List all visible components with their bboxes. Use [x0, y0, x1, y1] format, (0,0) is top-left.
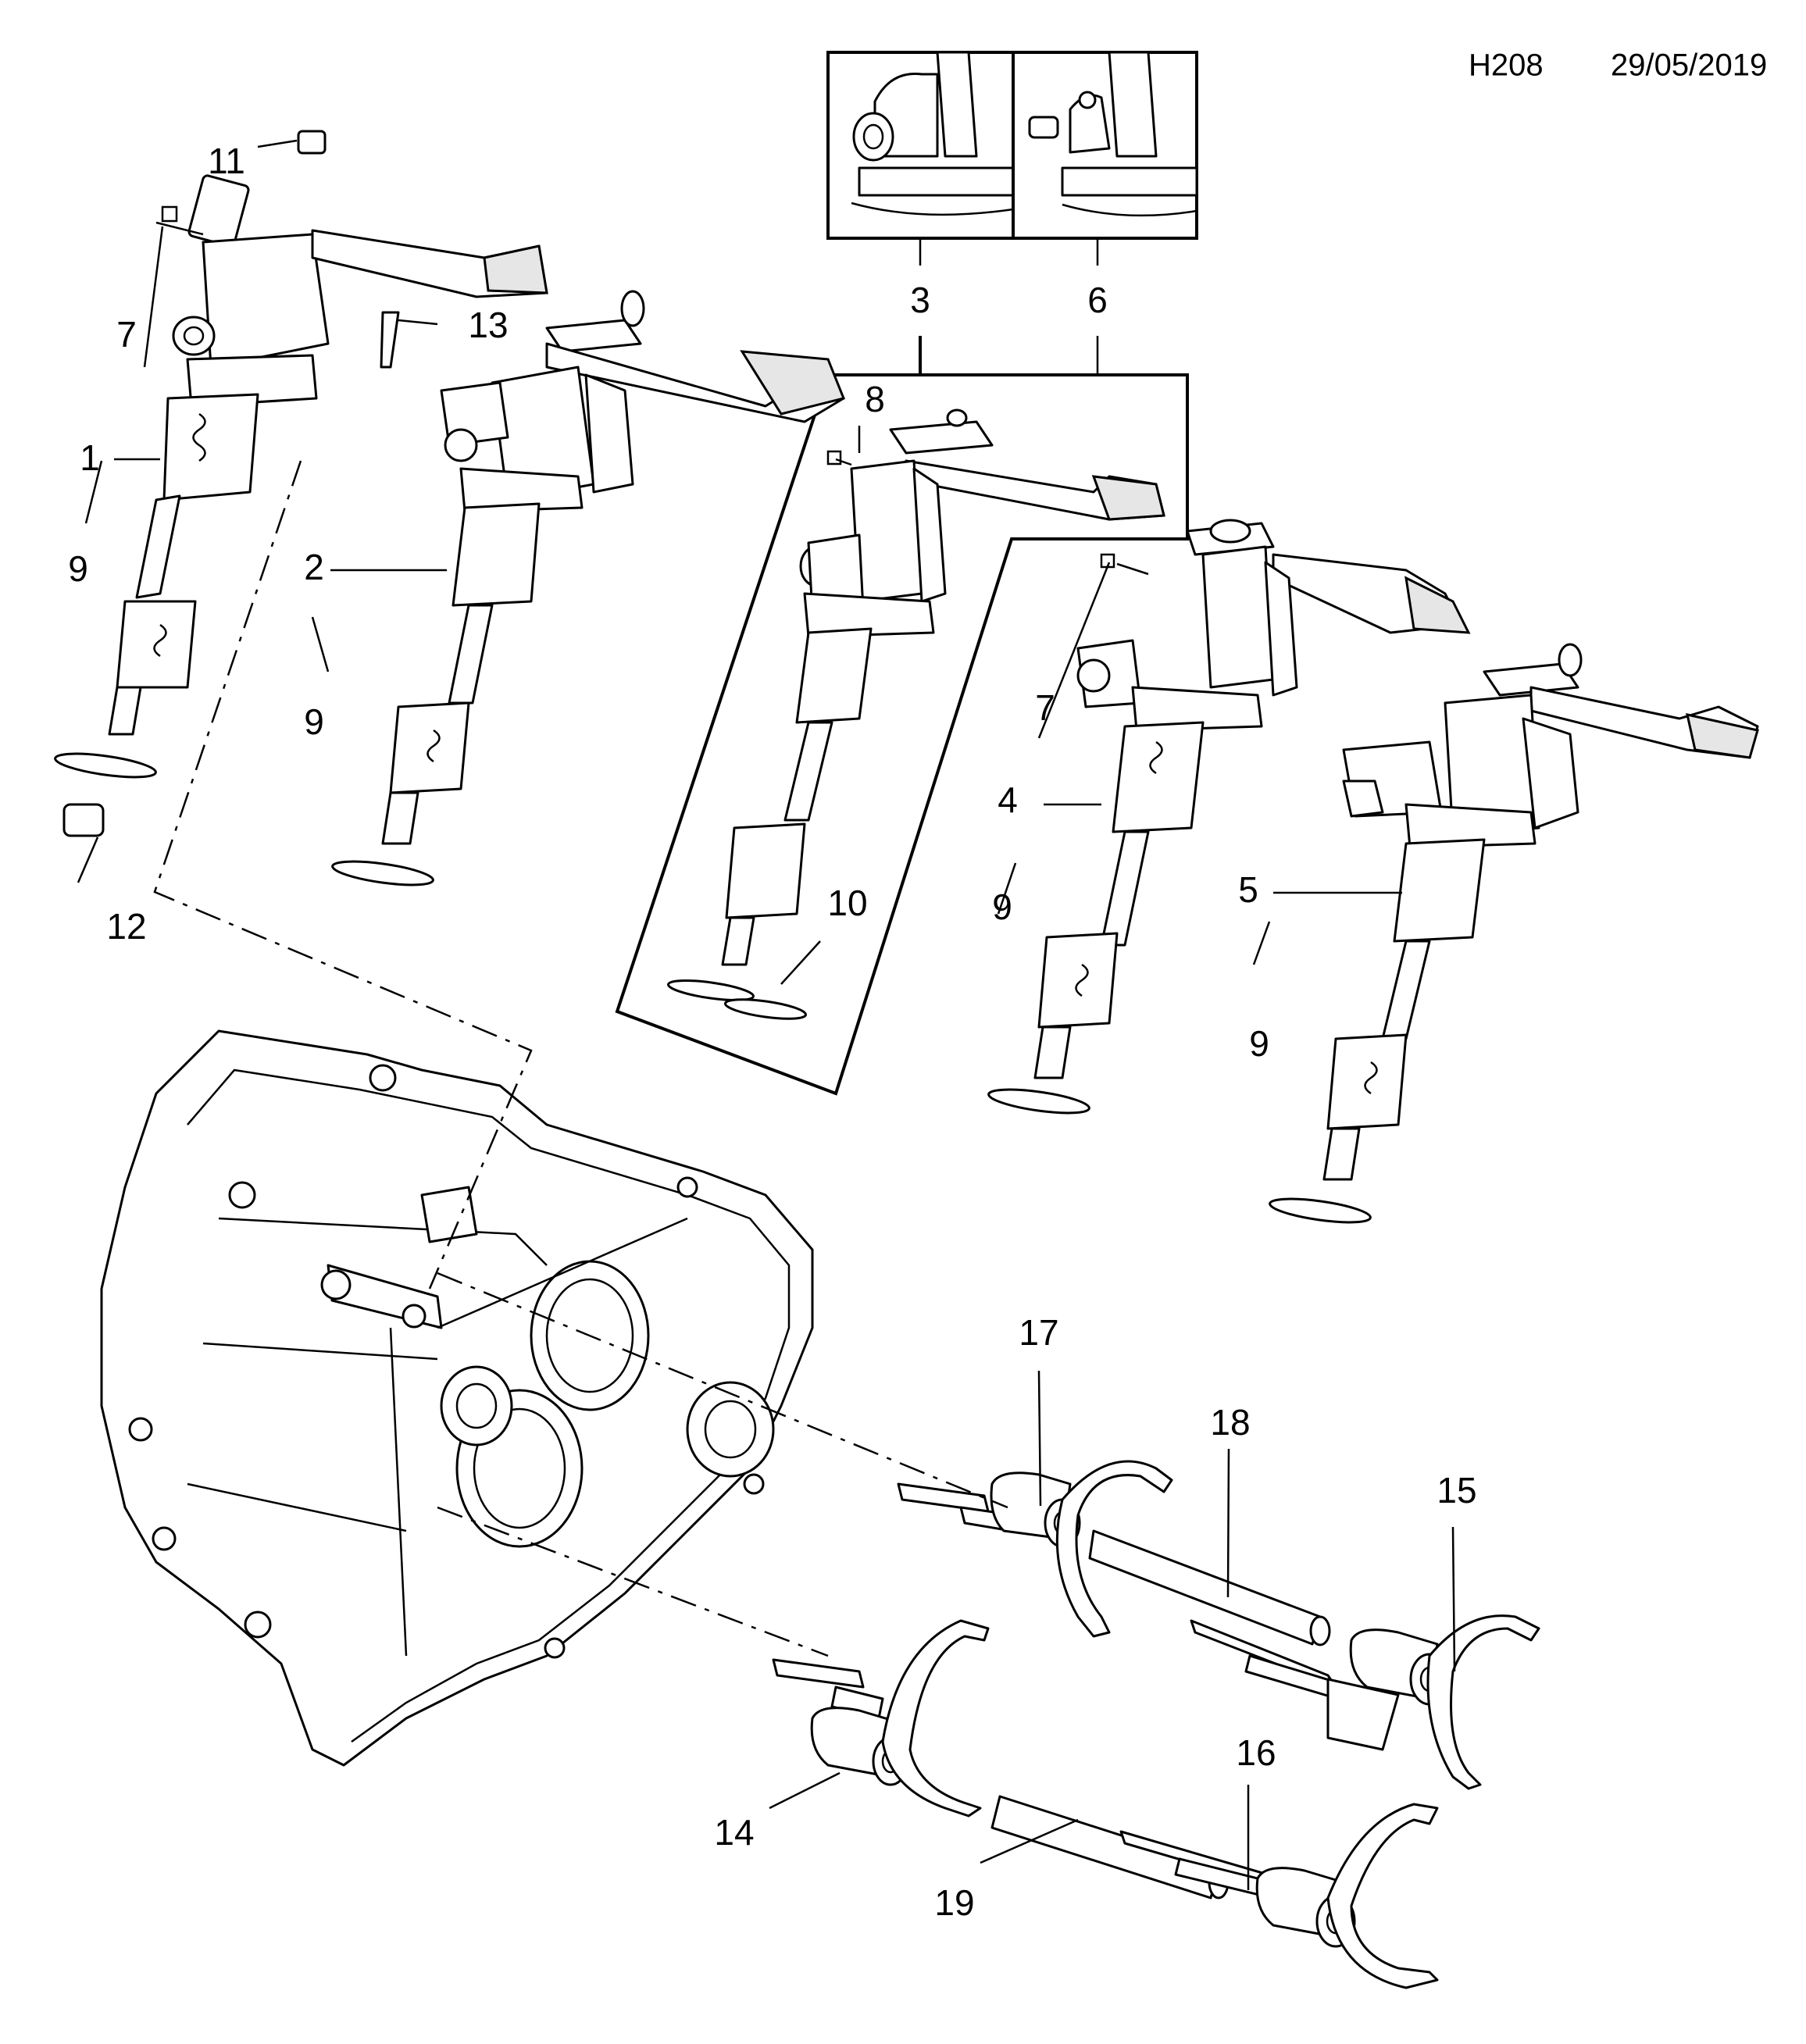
callout-9b: 9	[304, 701, 324, 742]
shift-rod-19	[990, 1795, 1230, 1900]
callout-10: 10	[827, 883, 867, 923]
shift-module-1	[54, 130, 548, 837]
callout-8: 8	[865, 379, 885, 419]
shift-module-5	[1269, 643, 1759, 1224]
callout-14: 14	[714, 1812, 754, 1853]
callout-9a: 9	[68, 548, 88, 589]
callout-13: 13	[468, 305, 508, 345]
callout-7a: 7	[116, 314, 137, 355]
callout-18: 18	[1210, 1402, 1250, 1443]
transmission-housing	[100, 1029, 814, 1767]
drawing-code: H208	[1469, 48, 1544, 83]
shift-module-2	[331, 290, 846, 886]
callout-9c: 9	[992, 886, 1012, 927]
callout-15: 15	[1437, 1470, 1476, 1511]
shift-module-4	[987, 519, 1471, 1115]
callout-11: 11	[208, 141, 245, 181]
shift-fork-16	[1119, 1803, 1439, 1989]
drawing-date: 29/05/2019	[1611, 48, 1767, 83]
detail-inset-6	[1012, 51, 1198, 240]
callout-6: 6	[1087, 280, 1108, 320]
callout-7b: 7	[1035, 687, 1055, 728]
callout-19: 19	[934, 1882, 974, 1923]
shift-module-8	[667, 408, 1165, 1020]
callout-4: 4	[998, 779, 1018, 820]
callout-17: 17	[1019, 1312, 1058, 1353]
shift-rod-18	[1088, 1529, 1331, 1646]
callout-12: 12	[106, 906, 146, 947]
callout-1: 1	[80, 437, 100, 478]
shift-fork-15	[1190, 1614, 1540, 1790]
shift-fork-14	[772, 1619, 990, 1817]
callout-3: 3	[910, 280, 930, 320]
callout-16: 16	[1236, 1732, 1276, 1773]
shift-fork-17	[897, 1460, 1173, 1638]
detail-inset-3	[826, 51, 1015, 240]
callout-2: 2	[304, 547, 324, 587]
callout-9d: 9	[1249, 1023, 1269, 1064]
callout-5: 5	[1238, 869, 1258, 910]
